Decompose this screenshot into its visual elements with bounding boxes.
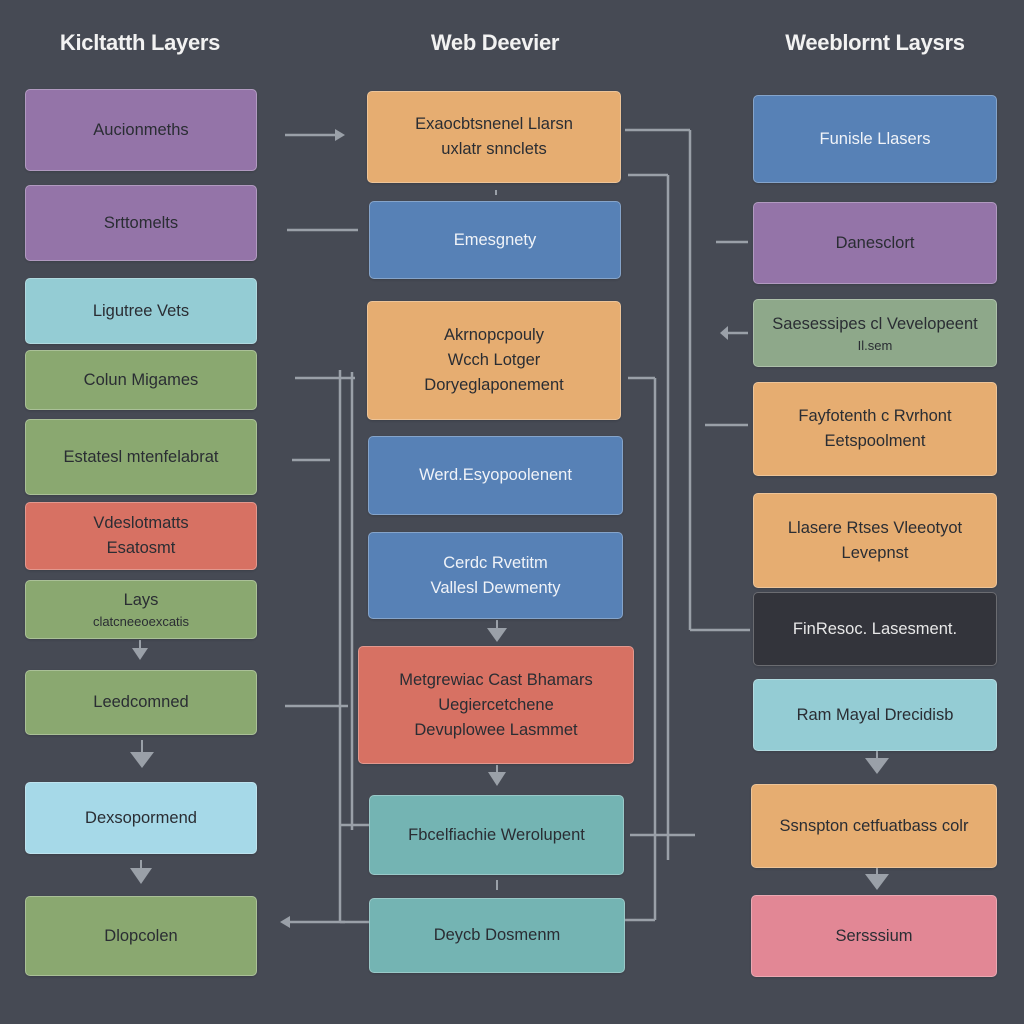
center-box-2-label: Emesgnety (453, 230, 537, 249)
center-box-4[interactable]: Werd.Esyopoolenent (368, 436, 623, 515)
center-box-5-label-line-1: Cerdc Rvetitm (443, 553, 548, 572)
left-box-2[interactable]: Srttomelts (25, 185, 257, 261)
right-box-2[interactable]: Danesclort (753, 202, 997, 284)
center-box-5[interactable]: Cerdc Rvetitm Vallesl Dewmenty (368, 532, 623, 619)
left-box-2-label: Srttomelts (103, 213, 179, 232)
left-box-6[interactable]: Vdeslotmatts Esatosmt (25, 502, 257, 570)
left-box-5[interactable]: Estatesl mtenfelabrat (25, 419, 257, 495)
left-box-10[interactable]: Dlopcolen (25, 896, 257, 976)
left-box-1[interactable]: Aucionmeths (25, 89, 257, 171)
center-box-3-label-line-2: Wcch Lotger (447, 351, 541, 369)
right-box-4[interactable]: Fayfotenth c Rvrhont Eetspoolment (753, 382, 997, 476)
center-box-7[interactable]: Fbcelfiachie Werolupent (369, 795, 624, 875)
left-box-6-label-line-2: Esatosmt (106, 539, 176, 557)
left-box-6-label-line-1: Vdeslotmatts (93, 514, 189, 532)
right-box-5-label-line-1: Llasere Rtses Vleeotyot (787, 518, 963, 537)
center-box-6-label-line-2: Uegiercetchene (438, 695, 554, 714)
right-box-1[interactable]: Funisle Llasers (753, 95, 997, 183)
right-box-9[interactable]: Sersssium (751, 895, 997, 977)
center-box-6-label-line-3: Devuplowee Lasmmet (414, 720, 578, 739)
right-box-2-label: Danesclort (835, 233, 915, 252)
right-box-7[interactable]: Ram Mayal Drecidisb (753, 679, 997, 751)
center-box-6-label-line-1: Metgrewiac Cast Bhamars (399, 670, 593, 689)
right-box-3-label-line-1: Saesessipes cl Vevelopeent (772, 314, 978, 333)
right-box-3[interactable]: Saesessipes cl Vevelopeent Il.sem (753, 299, 997, 367)
right-box-9-label: Sersssium (835, 926, 913, 945)
left-box-3-label: Ligutree Vets (92, 301, 190, 320)
right-box-8-label: Ssnspton cetfuatbass colr (779, 816, 969, 835)
right-box-1-label: Funisle Llasers (819, 129, 931, 148)
right-box-6-label: FinResoc. Lasesment. (792, 619, 958, 638)
center-column-title: Web Deevier (430, 30, 560, 55)
right-box-4-label-line-2: Eetspoolment (824, 432, 926, 450)
right-box-6[interactable]: FinResoc. Lasesment. (753, 592, 997, 666)
center-box-8[interactable]: Deycb Dosmenm (369, 898, 625, 973)
left-box-8[interactable]: Leedcomned (25, 670, 257, 735)
left-box-4[interactable]: Colun Migames (25, 350, 257, 410)
center-box-3[interactable]: Akrnopcpouly Wcch Lotger Doryeglaponemen… (367, 301, 621, 420)
left-box-9-label: Dexsopormend (85, 808, 197, 827)
right-box-8[interactable]: Ssnspton cetfuatbass colr (751, 784, 997, 868)
left-box-7-label-line-2: clatcneeoexcatis (92, 614, 190, 629)
center-box-3-label-line-1: Akrnopcpouly (444, 326, 544, 344)
center-box-4-label: Werd.Esyopoolenent (419, 466, 572, 484)
left-box-1-label: Aucionmeths (93, 120, 189, 139)
center-box-1-label-line-1: Exaocbtsnenel Llarsn (415, 115, 573, 133)
right-box-5-label-line-2: Levepnst (841, 543, 909, 562)
right-box-7-label: Ram Mayal Drecidisb (796, 705, 954, 724)
center-box-2[interactable]: Emesgnety (369, 201, 621, 279)
left-box-7[interactable]: Lays clatcneeoexcatis (25, 580, 257, 639)
right-box-5[interactable]: Llasere Rtses Vleeotyot Levepnst (753, 493, 997, 588)
center-box-6[interactable]: Metgrewiac Cast Bhamars Uegiercetchene D… (358, 646, 634, 764)
right-box-3-label-line-2: Il.sem (857, 337, 893, 353)
right-column-title: Weeblornt Laysrs (785, 30, 965, 55)
center-box-5-label-line-2: Vallesl Dewmenty (430, 578, 561, 597)
center-box-1-label-line-2: uxlatr snnclets (441, 140, 547, 158)
left-box-10-label: Dlopcolen (104, 926, 178, 945)
left-box-3[interactable]: Ligutree Vets (25, 278, 257, 344)
left-box-7-label-line-1: Lays (123, 591, 159, 609)
left-box-5-label: Estatesl mtenfelabrat (63, 447, 219, 466)
center-box-7-label: Fbcelfiachie Werolupent (408, 825, 585, 844)
center-box-8-label: Deycb Dosmenm (433, 926, 561, 944)
left-box-4-label: Colun Migames (83, 370, 199, 389)
left-box-9[interactable]: Dexsopormend (25, 782, 257, 854)
right-box-4-label-line-1: Fayfotenth c Rvrhont (798, 407, 952, 425)
center-box-1[interactable]: Exaocbtsnenel Llarsn uxlatr snnclets (367, 91, 621, 183)
left-column-title: Kicltatth Layers (59, 30, 221, 55)
left-box-8-label: Leedcomned (93, 693, 189, 711)
center-box-3-label-line-3: Doryeglaponement (424, 376, 564, 394)
